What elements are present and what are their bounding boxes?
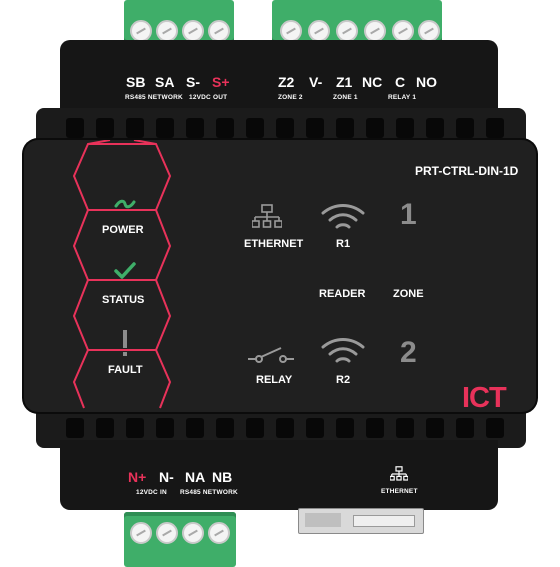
terminal-label-nc: NC — [362, 74, 383, 90]
vent-rib — [456, 418, 474, 438]
port-latch — [305, 513, 341, 527]
vent-rib — [426, 418, 444, 438]
power-label: POWER — [102, 224, 144, 236]
ethernet-label: ETHERNET — [244, 238, 304, 250]
vent-rib — [96, 118, 114, 138]
terminal-screw — [130, 20, 152, 42]
terminal-label-na: NA — [185, 469, 206, 485]
12vdc-in-sublabel: 12VDC IN — [136, 489, 167, 496]
ethernet-port-sublabel: ETHERNET — [381, 488, 418, 495]
vent-rib — [366, 418, 384, 438]
indicator-hexagons — [72, 140, 172, 409]
terminal-label-z1: Z1 — [336, 74, 353, 90]
vent-rib — [426, 118, 444, 138]
r2-label: R2 — [336, 374, 351, 386]
terminal-screw — [156, 522, 178, 544]
terminal-screw — [418, 20, 440, 42]
terminal-screw — [308, 20, 330, 42]
fault-label: FAULT — [108, 364, 143, 376]
terminal-screw — [182, 20, 204, 42]
vent-rib — [306, 118, 324, 138]
zone-number-1: 1 — [400, 198, 417, 231]
terminal-screw — [364, 20, 386, 42]
terminal-screw — [130, 522, 152, 544]
device-bottom-shoulder — [60, 440, 498, 510]
terminal-screw — [392, 20, 414, 42]
terminal-label-nb: NB — [212, 469, 233, 485]
vent-rib — [336, 418, 354, 438]
r1-label: R1 — [336, 238, 351, 250]
vent-rib — [126, 418, 144, 438]
zone-1-sublabel: ZONE 1 — [333, 94, 358, 101]
terminal-screw — [280, 20, 302, 42]
terminal-label-no: NO — [416, 74, 437, 90]
vent-rib — [126, 118, 144, 138]
tilde-icon — [114, 199, 136, 209]
vent-rib — [456, 118, 474, 138]
relay-1-sublabel: RELAY 1 — [388, 94, 417, 101]
vent-rib — [276, 418, 294, 438]
vent-rib — [216, 418, 234, 438]
vent-rib — [246, 118, 264, 138]
relay-label: RELAY — [256, 374, 293, 386]
vent-rib — [246, 418, 264, 438]
reader-label: READER — [319, 288, 366, 300]
zone-2-sublabel: ZONE 2 — [278, 94, 303, 101]
terminal-label-sb: SB — [126, 74, 146, 90]
vent-rib — [396, 118, 414, 138]
bottom-terminal-block — [124, 512, 236, 567]
relay-switch-icon — [248, 347, 294, 363]
check-icon — [114, 262, 136, 279]
vent-rib — [336, 118, 354, 138]
terminal-screw — [182, 522, 204, 544]
top-left-terminal-block — [124, 0, 234, 44]
vent-rib — [276, 118, 294, 138]
vent-rib — [96, 418, 114, 438]
port-slot — [353, 515, 415, 527]
12vdc-out-sublabel: 12VDC OUT — [189, 94, 228, 101]
terminal-label-z2: Z2 — [278, 74, 295, 90]
network-icon — [390, 466, 408, 481]
terminal-screw — [336, 20, 358, 42]
vent-rib — [306, 418, 324, 438]
vent-rib — [366, 118, 384, 138]
brand-logo: ICT — [462, 382, 507, 414]
vent-rib — [186, 118, 204, 138]
terminal-label-v-minus: V- — [309, 74, 323, 90]
vent-rib — [186, 418, 204, 438]
vent-rib — [216, 118, 234, 138]
vent-rib — [396, 418, 414, 438]
terminal-label-sa: SA — [155, 74, 175, 90]
vent-rib — [66, 418, 84, 438]
top-right-terminal-block — [272, 0, 442, 44]
wireless-reader-icon — [321, 338, 365, 363]
zone-number-2: 2 — [400, 336, 417, 369]
vent-rib — [486, 418, 504, 438]
rs485-network-sublabel: RS485 NETWORK — [125, 94, 183, 101]
status-label: STATUS — [102, 294, 145, 306]
terminal-label-n-plus: N+ — [128, 469, 147, 485]
terminal-label-n-minus: N- — [159, 469, 174, 485]
vent-rib — [66, 118, 84, 138]
front-panel — [24, 140, 536, 412]
terminal-label-s-plus: S+ — [212, 74, 230, 90]
terminal-screw — [156, 20, 178, 42]
rs485-network-sublabel: RS485 NETWORK — [180, 489, 238, 496]
wireless-reader-icon — [321, 204, 365, 229]
vent-rib — [486, 118, 504, 138]
model-number: PRT-CTRL-DIN-1D — [415, 164, 519, 178]
ethernet-port[interactable] — [298, 508, 424, 534]
exclamation-icon — [123, 330, 127, 356]
zone-label: ZONE — [393, 288, 424, 300]
terminal-label-s-minus: S- — [186, 74, 200, 90]
terminal-screw — [208, 522, 230, 544]
vent-rib — [156, 118, 174, 138]
vent-rib — [156, 418, 174, 438]
terminal-screw — [208, 20, 230, 42]
device-top-shoulder — [60, 40, 498, 114]
network-icon — [252, 204, 282, 228]
terminal-label-c: C — [395, 74, 406, 90]
